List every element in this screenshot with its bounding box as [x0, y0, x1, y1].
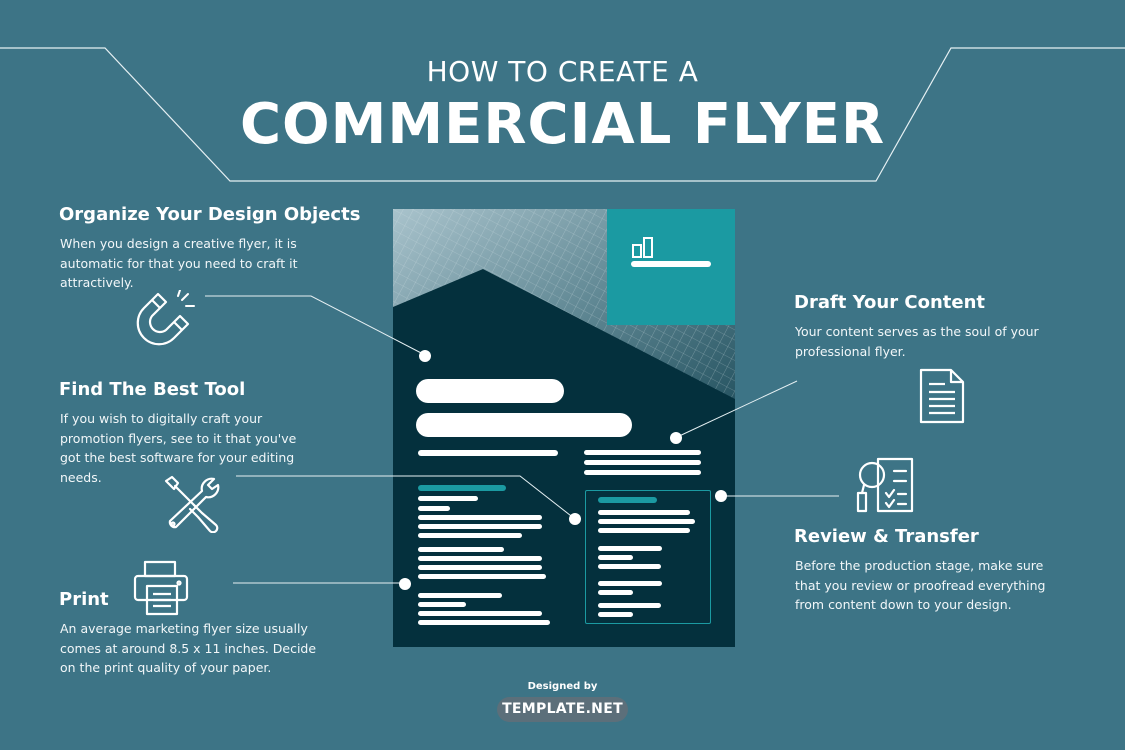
step-body-draft: Your content serves as the soul of your … [795, 324, 1039, 359]
flyer-text-line [598, 603, 661, 608]
printer-icon [133, 560, 189, 616]
flyer-text-line [418, 556, 542, 561]
designed-by-label: Designed by [527, 681, 598, 692]
flyer-text-line [584, 450, 701, 455]
flyer-text-line [584, 470, 701, 475]
flyer-text-line [598, 612, 633, 617]
step-heading-tool: Find The Best Tool [59, 379, 246, 400]
step-heading-draft: Draft Your Content [794, 292, 985, 313]
page-title: COMMERCIAL FLYER [239, 92, 886, 157]
flyer-logo-bar [631, 261, 711, 267]
flyer-text-line [598, 590, 633, 595]
document-icon [919, 368, 965, 424]
flyer-text-line [418, 524, 542, 529]
flyer-text-line [418, 533, 522, 538]
flyer-text-line [418, 496, 478, 501]
flyer-text-line [418, 620, 550, 625]
flyer-text-line [598, 510, 690, 515]
step-body-organize: When you design a creative flyer, it is … [60, 236, 298, 290]
flyer-accent-line [418, 485, 506, 491]
page-subtitle: HOW TO CREATE A [426, 55, 699, 88]
flyer-info-box [585, 490, 711, 624]
step-body-review: Before the production stage, make sure t… [795, 558, 1046, 612]
flyer-text-line [598, 528, 690, 533]
brand-badge: TEMPLATE.NET [497, 697, 628, 722]
chart-icon [632, 237, 653, 258]
flyer-text-line [418, 574, 546, 579]
flyer-text-line [598, 564, 661, 569]
flyer-text-line [598, 555, 633, 560]
flyer-accent-line [598, 497, 657, 503]
flyer-text-line [598, 546, 662, 551]
flyer-text-line [418, 611, 542, 616]
flyer-text-line [598, 581, 662, 586]
step-body-tool: If you wish to digitally craft your prom… [60, 411, 297, 485]
flyer-text-line [418, 450, 558, 456]
flyer-text-line [418, 547, 504, 552]
flyer-text-line [584, 460, 701, 465]
tools-icon [164, 475, 220, 533]
flyer-headline-pill [416, 379, 564, 403]
flyer-logo-block [607, 209, 735, 325]
flyer-text-line [418, 506, 450, 511]
step-heading-print: Print [59, 589, 109, 610]
flyer-text-line [418, 565, 542, 570]
flyer-text-line [418, 515, 542, 520]
flyer-text-line [418, 602, 466, 607]
flyer-headline-pill [416, 413, 632, 437]
magnet-icon [136, 290, 195, 346]
step-heading-review: Review & Transfer [794, 526, 979, 547]
flyer-mockup [393, 209, 735, 647]
flyer-text-line [598, 519, 695, 524]
review-checklist-icon [856, 457, 914, 513]
step-heading-organize: Organize Your Design Objects [59, 204, 361, 225]
step-body-print: An average marketing flyer size usually … [60, 621, 317, 675]
flyer-text-line [418, 593, 502, 598]
